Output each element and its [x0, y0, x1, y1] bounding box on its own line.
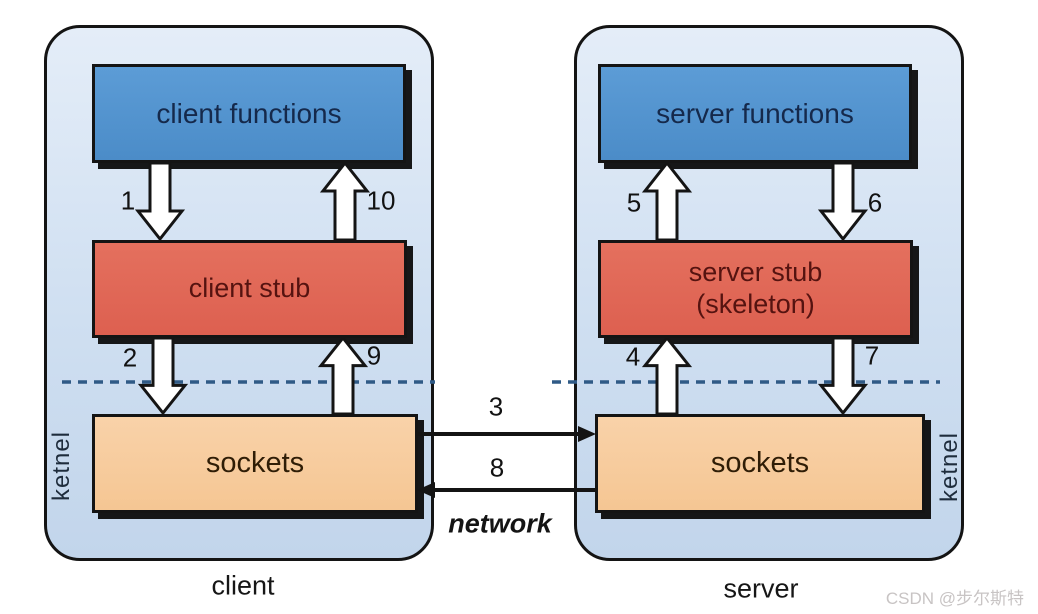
client-stub-box: client stub	[92, 240, 407, 338]
step-label-2: 2	[122, 342, 138, 373]
arrow-6-down-icon	[817, 161, 869, 242]
arrow-4-up-icon	[641, 335, 693, 416]
network-label: network	[448, 508, 552, 539]
server-stub-box: server stub (skeleton)	[598, 240, 913, 338]
client-functions-label: client functions	[156, 97, 342, 129]
server-stub-label-line2: (skeleton)	[696, 289, 815, 319]
step-label-9: 9	[366, 340, 382, 371]
arrow-2-down-icon	[137, 336, 189, 416]
arrow-5-up-icon	[641, 160, 693, 242]
watermark: CSDN @步尔斯特	[885, 589, 1024, 608]
arrow-3-right-icon	[418, 426, 596, 442]
step-label-10: 10	[366, 185, 396, 216]
kernel-label-server: ketnel	[936, 431, 963, 503]
server-sockets-label: sockets	[710, 447, 810, 479]
step-label-7: 7	[864, 340, 880, 371]
arrow-9-up-icon	[317, 335, 369, 416]
client-sockets-label: sockets	[205, 447, 305, 479]
server-sockets-box: sockets	[595, 414, 925, 513]
arrow-7-down-icon	[817, 336, 869, 416]
arrow-10-up-icon	[319, 160, 371, 242]
client-sockets-box: sockets	[92, 414, 418, 513]
step-label-5: 5	[626, 187, 642, 218]
arrow-8-left-icon	[417, 482, 597, 498]
server-stub-label-line1: server stub	[688, 257, 823, 288]
kernel-divider-server	[552, 380, 940, 384]
kernel-divider-client	[62, 380, 435, 384]
step-label-1: 1	[120, 185, 136, 216]
client-caption: client	[211, 570, 275, 601]
step-label-4: 4	[625, 341, 641, 372]
client-functions-box: client functions	[92, 64, 406, 163]
kernel-label-client: ketnel	[48, 430, 75, 502]
step-label-6: 6	[867, 187, 883, 218]
step-label-3: 3	[488, 391, 504, 422]
arrow-1-down-icon	[134, 161, 186, 242]
server-functions-box: server functions	[598, 64, 912, 163]
client-stub-label: client stub	[188, 273, 311, 304]
step-label-8: 8	[489, 452, 505, 483]
server-functions-label: server functions	[656, 97, 854, 129]
server-caption: server	[723, 573, 799, 604]
